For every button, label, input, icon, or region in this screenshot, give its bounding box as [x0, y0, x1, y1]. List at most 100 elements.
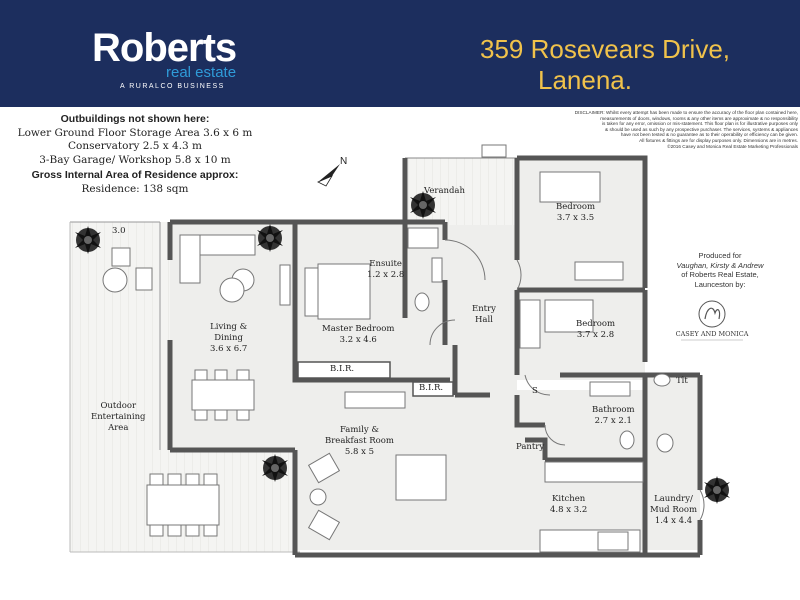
disclaimer: DISCLAIMER: Whilst every attempt has bee…	[498, 110, 798, 149]
room-name: Hall	[475, 315, 493, 325]
room-size: 3.6 x 6.7	[210, 344, 248, 354]
outbuildings-info: Outbuildings not shown here: Lower Groun…	[0, 113, 270, 196]
room-name: Laundry/	[654, 494, 693, 504]
outbuildings-heading: Outbuildings not shown here:	[60, 113, 210, 125]
header-banner: Roberts real estate A RURALCO BUSINESS 3…	[0, 0, 800, 107]
armchair	[307, 452, 341, 484]
room-label-toilet: Tlt	[676, 376, 688, 386]
armchair	[307, 509, 341, 541]
disclaimer-line: All fixtures & fittings are for display …	[639, 137, 798, 143]
room-label-bathroom: Bathroom 2.7 x 2.1	[592, 405, 635, 427]
room-name: Master Bedroom	[322, 324, 395, 334]
bed	[539, 171, 601, 203]
toilet	[619, 430, 635, 450]
gia-value: Residence: 138 sqm	[81, 182, 189, 195]
produced-line: Vaughan, Kirsty & Andrew	[676, 260, 764, 270]
plant-icon	[704, 476, 730, 504]
wardrobe	[574, 261, 624, 281]
room-name: Entertaining	[91, 412, 146, 422]
doors	[429, 239, 705, 521]
room-label-living: Living & Dining 3.6 x 6.7	[210, 322, 247, 355]
disclaimer-line: have not been tested & no guarantee as t…	[620, 132, 798, 138]
disclaimer-line: & should be used as such by any prospect…	[605, 126, 798, 132]
address-line2: Lanena.	[538, 65, 632, 95]
dining-chairs	[194, 369, 250, 421]
room-name: Entry	[472, 304, 496, 314]
sofa	[179, 234, 201, 284]
room-size: 4.8 x 3.2	[550, 505, 588, 515]
room-label-kitchen: Kitchen 4.8 x 3.2	[550, 494, 587, 516]
deck-dimension: 3.0	[112, 226, 126, 236]
room-label-verandah: Verandah	[424, 186, 465, 196]
room-size: 3.2 x 4.6	[339, 335, 377, 345]
room-label-outdoor: Outdoor Entertaining Area	[91, 401, 146, 434]
produced-line: of Roberts Real Estate,	[681, 270, 759, 279]
logo-tagline: A RURALCO BUSINESS	[120, 83, 225, 90]
room-label-bedroom2: Bedroom 3.7 x 2.8	[576, 319, 615, 341]
compass-label: N	[340, 156, 347, 167]
room-name: Area	[108, 423, 129, 433]
room-label-ensuite: Ensuite 1.2 x 2.8	[367, 259, 404, 281]
dining-table	[191, 379, 255, 411]
stove	[597, 531, 629, 551]
master-bed	[317, 263, 371, 320]
room-name: Kitchen	[552, 494, 586, 504]
room-name: Outdoor	[100, 401, 137, 411]
room-label-storage: S	[532, 386, 538, 396]
produced-by: Produced for Vaughan, Kirsty & Andrew of…	[650, 251, 790, 289]
toilet	[653, 373, 671, 387]
room-label-bir: B.I.R.	[419, 383, 444, 393]
room-name: Bedroom	[556, 202, 596, 212]
bir-closet	[412, 381, 454, 397]
room-name: Bedroom	[576, 319, 616, 329]
bed	[544, 299, 594, 333]
room-size: 2.7 x 2.1	[594, 416, 632, 426]
company-logo: Roberts	[92, 26, 237, 70]
bir-closet	[297, 361, 391, 379]
gia-heading: Gross Internal Area of Residence approx:	[31, 169, 239, 181]
outbuilding-item: Conservatory 2.5 x 4.3 m	[67, 140, 203, 152]
outbuilding-item: Lower Ground Floor Storage Area 3.6 x 6 …	[17, 126, 253, 139]
room-name: Mud Room	[650, 505, 698, 515]
outdoor-chairs	[149, 473, 218, 537]
breakfast-table	[395, 454, 447, 501]
room-label-entry: Entry Hall	[472, 304, 496, 326]
outdoor-table	[102, 267, 128, 293]
compass-icon: N	[317, 156, 347, 187]
bathroom-vanity	[589, 381, 631, 397]
shower	[407, 227, 439, 249]
toilet	[414, 292, 430, 312]
produced-line: Launceston by:	[694, 279, 746, 289]
room-size: 5.8 x 5	[344, 447, 375, 457]
steps	[481, 144, 507, 158]
tv-unit	[279, 264, 291, 306]
room-size: 3.7 x 3.5	[556, 213, 595, 223]
disclaimer-line: measurements of doors, windows, rooms & …	[600, 115, 798, 121]
outdoor-chair	[111, 247, 131, 267]
outdoor-chair	[135, 267, 153, 291]
room-size: 1.4 x 4.4	[654, 516, 693, 526]
room-label-master: Master Bedroom 3.2 x 4.6	[322, 324, 394, 346]
room-size: 1.2 x 2.8	[367, 270, 405, 280]
outbuilding-item: 3-Bay Garage/ Workshop 5.8 x 10 m	[39, 153, 231, 166]
logo-text: CASEY AND MONICA	[676, 330, 749, 338]
disclaimer-line: is taken for any error, omission or mis-…	[601, 121, 798, 127]
side-table	[309, 488, 327, 506]
kitchen-bench	[544, 461, 644, 483]
room-label-family: Family & Breakfast Room 5.8 x 5	[325, 425, 394, 458]
ottoman	[219, 277, 245, 303]
outdoor-dining-table	[146, 484, 220, 526]
room-name: Living &	[210, 322, 248, 332]
room-name: Ensuite	[369, 259, 402, 269]
room-name: Family &	[339, 425, 379, 435]
room-name: Breakfast Room	[325, 436, 394, 446]
room-name: Dining	[214, 333, 243, 343]
logo-subtitle: real estate	[166, 64, 237, 81]
vanity	[431, 257, 443, 283]
room-label-bedroom1: Bedroom 3.7 x 3.5	[556, 202, 595, 224]
room-label-bir: B.I.R.	[330, 364, 355, 374]
disclaimer-line: DISCLAIMER: Whilst every attempt has bee…	[574, 110, 798, 115]
wardrobe	[519, 299, 541, 349]
produced-line: Produced for	[698, 251, 742, 260]
